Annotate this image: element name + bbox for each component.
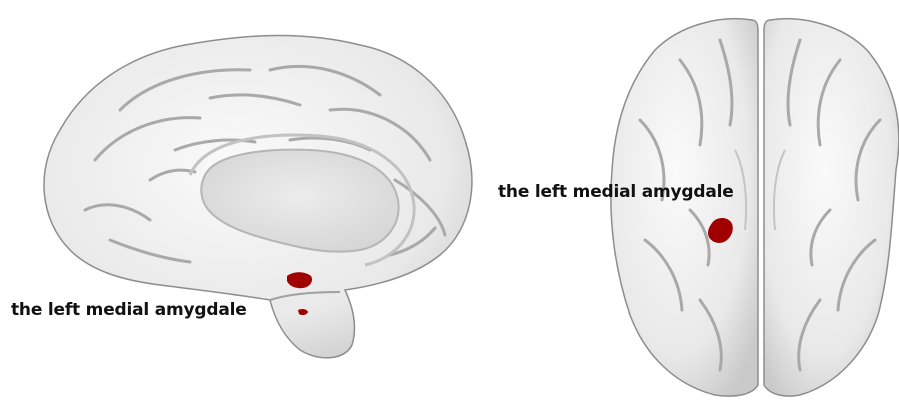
axial-left-hemisphere xyxy=(611,19,758,396)
sagittal-region-label: the left medial amygdale xyxy=(11,300,247,320)
axial-brain-view xyxy=(611,19,899,396)
axial-region-label: the left medial amygdale xyxy=(498,182,734,202)
